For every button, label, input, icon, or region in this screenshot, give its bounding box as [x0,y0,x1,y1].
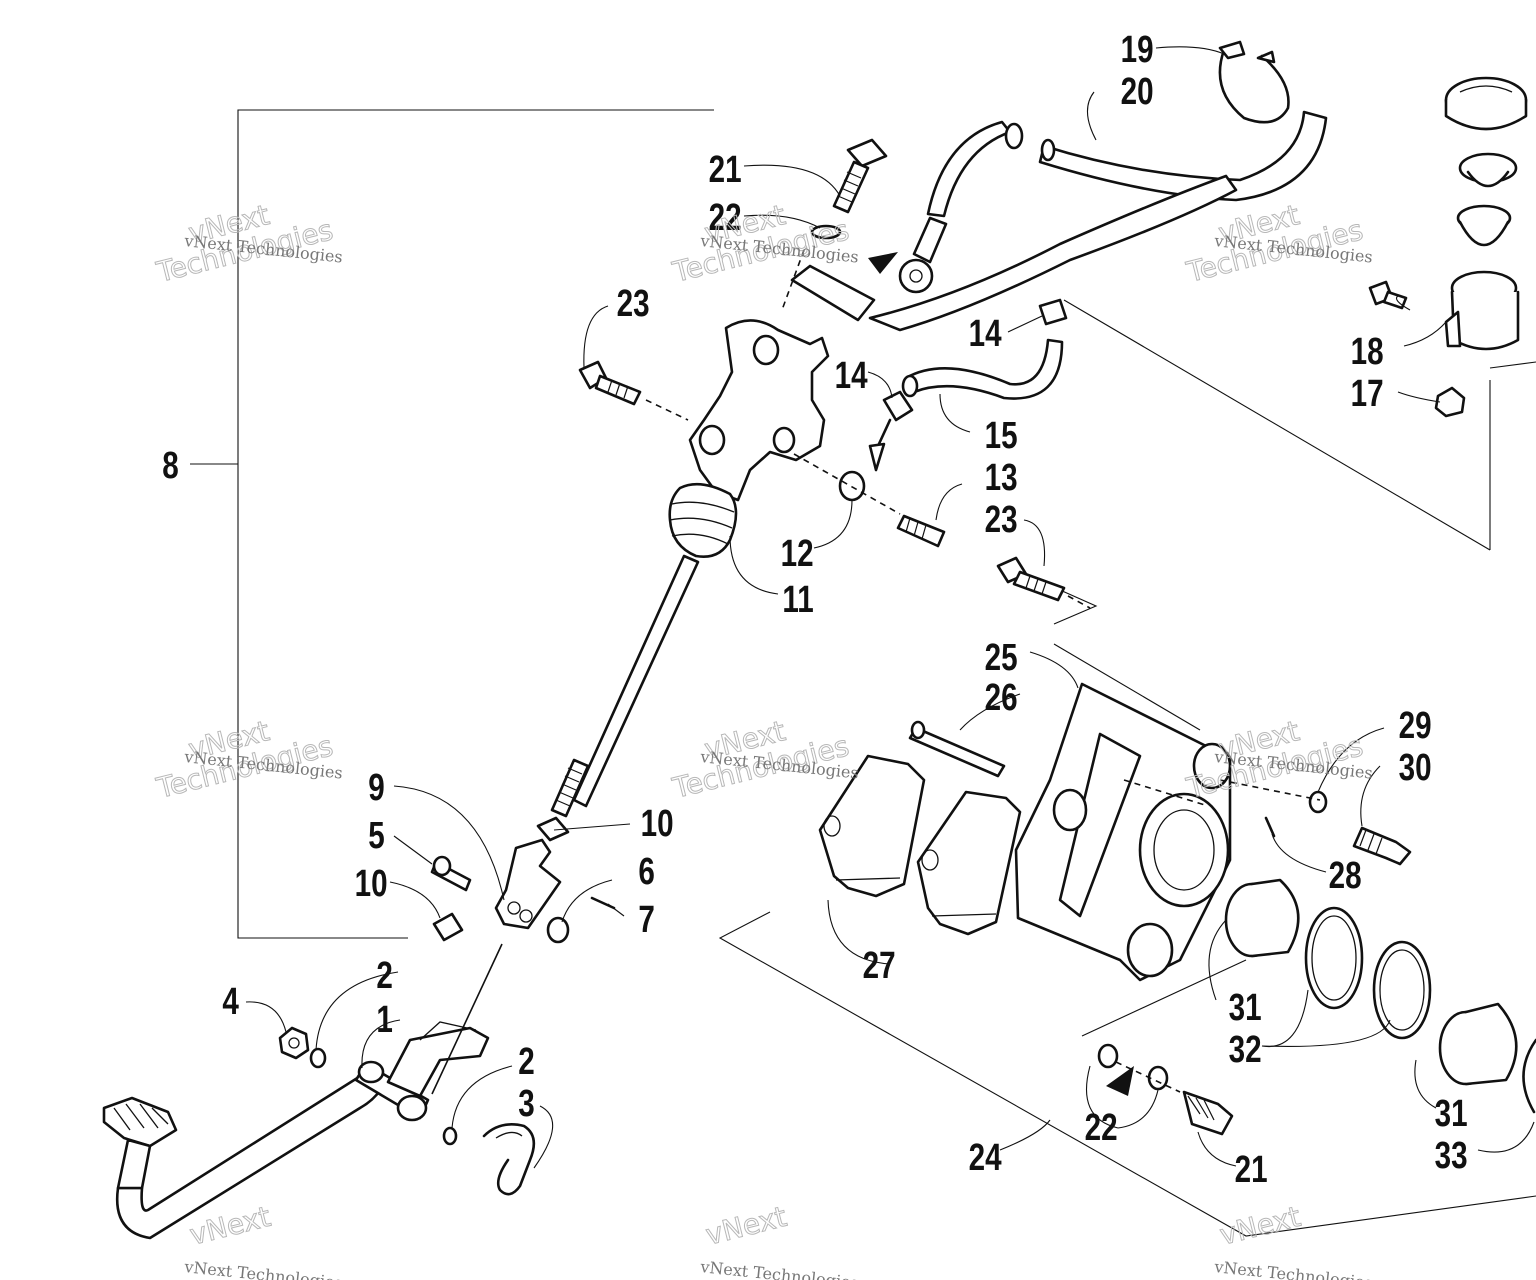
brake-pad-outer [818,754,926,898]
clamp-14a [1038,298,1068,326]
pin-26 [908,720,1006,778]
callout-25: 25 [985,637,1018,679]
callout-22: 22 [1085,1107,1118,1149]
callout-12: 12 [781,533,814,575]
callout-5: 5 [368,815,384,857]
callout-7: 7 [638,899,654,941]
callout-9: 9 [368,767,384,809]
banjo-bolt-21a [832,138,888,214]
clip-pin [482,1123,536,1196]
pin-axis [431,943,503,1095]
washer-22a [810,224,842,240]
callout-14: 14 [835,355,868,397]
callout-18: 18 [1351,331,1384,373]
hose-15 [901,338,1064,400]
seal-33 [1522,1038,1536,1114]
callout-20: 20 [1121,71,1154,113]
clamp-19 [1218,40,1290,124]
bolt-13 [896,514,946,548]
leader-lines [245,46,1535,1169]
nut-4 [278,1026,310,1060]
brake-pad-inner [916,790,1022,936]
callout-23: 23 [617,283,650,325]
watermark-big: vNext [1216,1200,1303,1252]
watermark-big: vNext [702,1200,789,1252]
watermark-text: vNext Technologies [183,1257,344,1280]
callout-14: 14 [969,313,1002,355]
watermark-text: vNext Technologies [699,1257,860,1280]
callout-30: 30 [1399,747,1432,789]
arrow-marker-2 [1106,1066,1134,1096]
reservoir [1444,76,1528,351]
callout-15: 15 [985,415,1018,457]
nut-10 [432,912,464,942]
washer-22b [1097,1043,1119,1069]
callout-21: 21 [709,149,742,191]
callout-10: 10 [641,803,674,845]
callout-2: 2 [376,955,392,997]
banjo-fitting [781,249,876,322]
callout-27: 27 [863,945,896,987]
callout-21: 21 [1235,1149,1268,1191]
callout-labels: 1 2 2 3 4 5 6 7 8 9 10 10 11 12 13 14 14… [162,29,1467,1191]
callout-8: 8 [162,445,178,487]
washer-22c [1147,1065,1169,1091]
callout-1: 1 [376,999,392,1041]
callout-17: 17 [1351,373,1384,415]
callout-26: 26 [985,677,1018,719]
callout-29: 29 [1399,705,1432,747]
bolt-23b [996,556,1066,602]
bolt-23a [578,360,642,406]
callout-31: 31 [1229,987,1262,1029]
callout-13: 13 [985,457,1018,499]
washer-2b [442,1126,458,1146]
callout-22: 22 [709,197,742,239]
brake-pedal-lever [102,1021,490,1240]
callout-2: 2 [518,1041,534,1083]
pin-5 [430,855,472,892]
callout-19: 19 [1121,29,1154,71]
washer-2a [309,1047,327,1069]
callout-24: 24 [969,1137,1002,1179]
seal-32a [1304,906,1364,1010]
callout-4: 4 [222,981,239,1023]
pin-28 [1264,816,1276,838]
callout-28: 28 [1329,855,1362,897]
hose-fitting [868,390,914,472]
hose-20 [868,110,1328,332]
bleeder-29-30 [1308,790,1412,866]
callout-31: 31 [1435,1093,1468,1135]
callout-10: 10 [355,863,388,905]
callout-3: 3 [518,1083,534,1125]
callout-11: 11 [782,579,813,621]
caliper-body [1014,682,1232,982]
seal-32b [1372,940,1432,1040]
callout-32: 32 [1229,1029,1262,1071]
watermark-text: vNext Technologies [1213,1257,1374,1280]
washer-6 [546,916,570,944]
nut-17 [1434,386,1466,418]
callout-23: 23 [985,499,1018,541]
piston-31b [1438,1002,1518,1086]
callout-33: 33 [1435,1135,1468,1177]
assembly-8-bracket [190,109,714,939]
banjo-bolt-21b [1182,1090,1234,1136]
arrow-marker-1 [868,252,898,274]
master-cylinder-body [494,319,830,930]
piston-31a [1224,878,1300,958]
callout-6: 6 [638,851,654,893]
